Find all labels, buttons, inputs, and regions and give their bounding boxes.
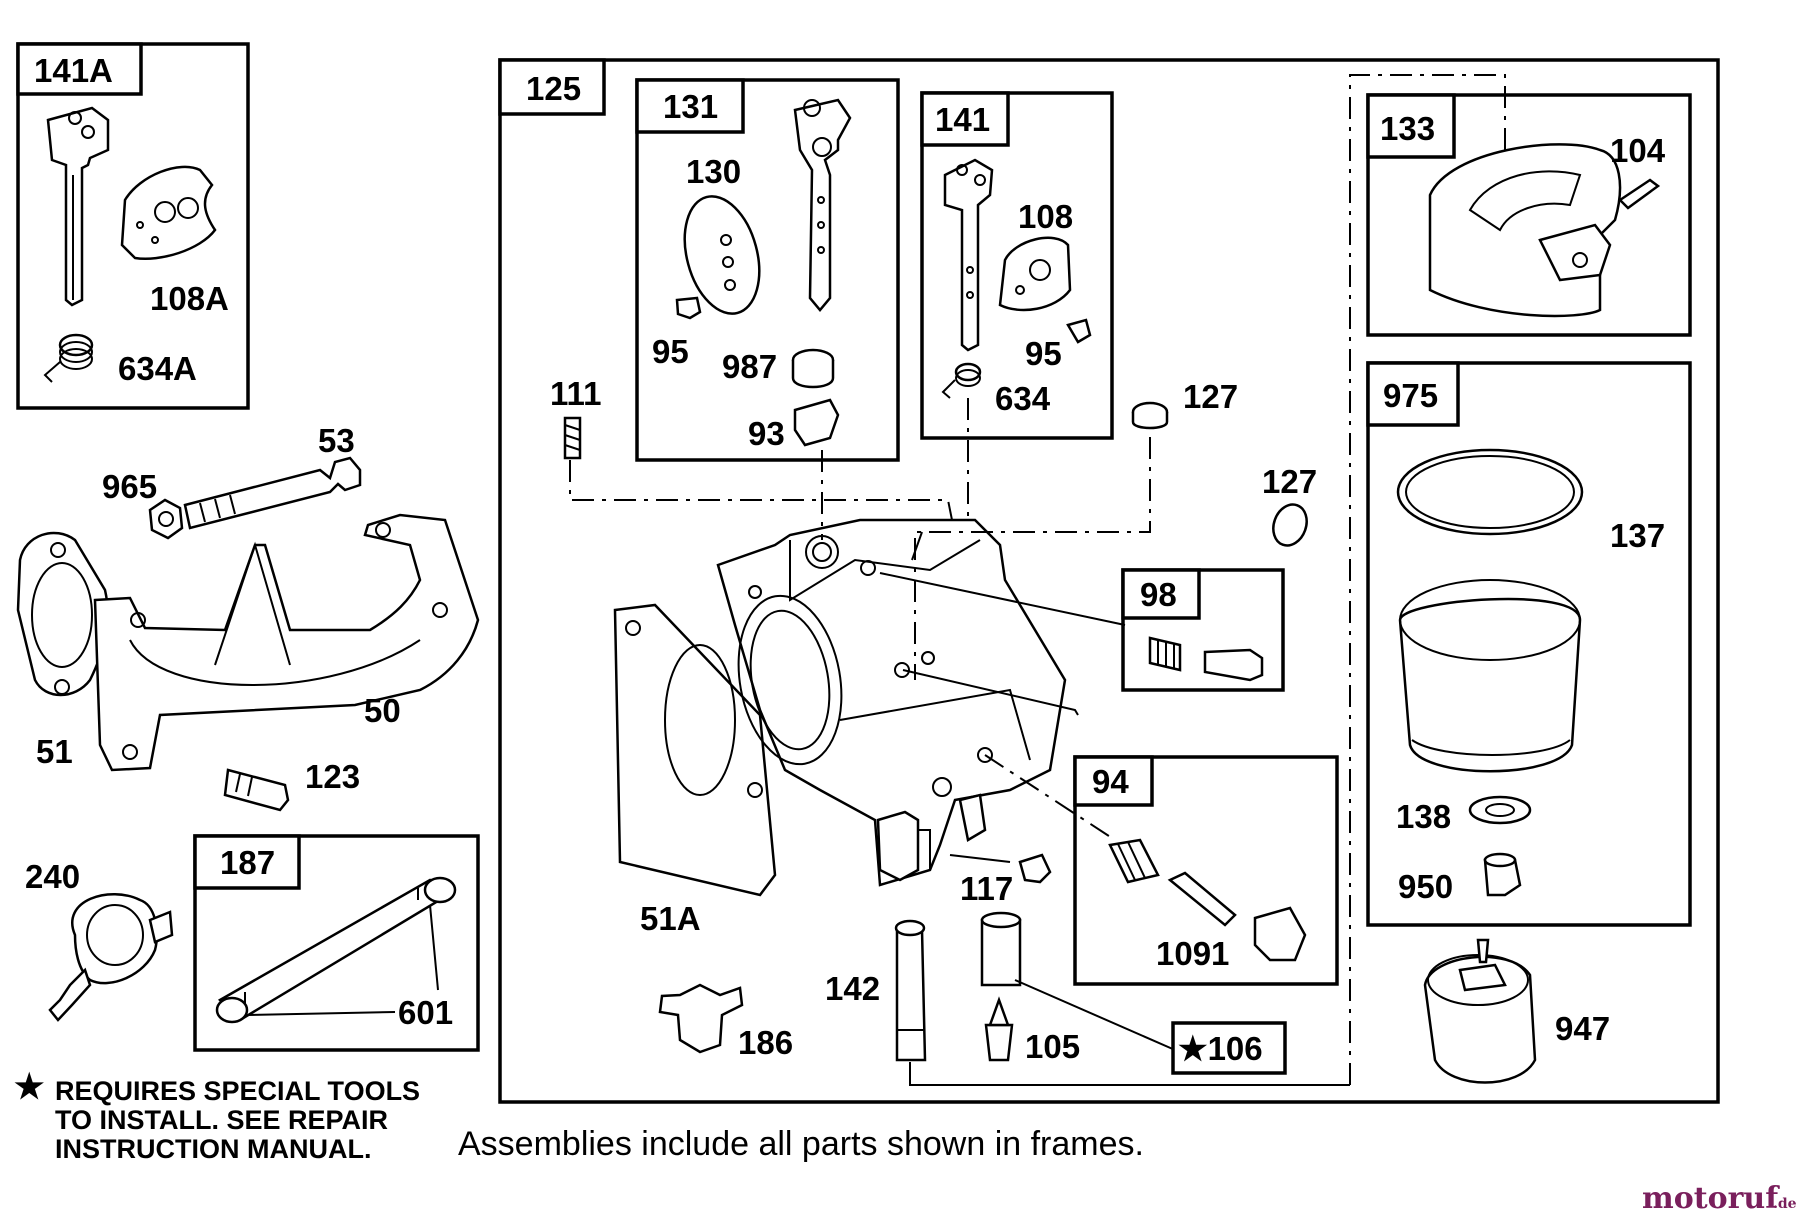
carb-housing bbox=[716, 518, 1067, 887]
manifold-50 bbox=[93, 513, 480, 772]
frame-label-187: 187 bbox=[220, 844, 275, 881]
frame-98: 98 bbox=[1121, 568, 1285, 692]
frame-label-125: 125 bbox=[526, 70, 581, 107]
callout-601: 601 bbox=[398, 994, 453, 1031]
frame-label-98: 98 bbox=[1140, 576, 1177, 613]
frame-133: 133 104 bbox=[1366, 93, 1692, 337]
frame-187: 187 601 bbox=[193, 834, 480, 1052]
frame-975: 975 137 138 950 bbox=[1366, 361, 1692, 927]
callout-105: 105 bbox=[1025, 1028, 1080, 1065]
frame-131: 131 130 95 987 93 bbox=[635, 78, 900, 462]
callout-93: 93 bbox=[748, 415, 785, 452]
frame-141: 141 108 95 634 bbox=[920, 91, 1114, 440]
bowl-137 bbox=[1398, 597, 1582, 773]
callout-108: 108 bbox=[1018, 198, 1073, 235]
carburetor-body: 117 bbox=[716, 518, 1067, 907]
star-symbol: ★ bbox=[14, 1068, 44, 1106]
frame-label-141: 141 bbox=[935, 101, 990, 138]
callout-127b: 127 bbox=[1262, 463, 1317, 500]
frame-label-131: 131 bbox=[663, 88, 718, 125]
elbow-186 bbox=[658, 983, 744, 1054]
tube-142 bbox=[895, 928, 927, 1062]
nut-965 bbox=[148, 498, 184, 540]
float-part bbox=[980, 918, 1022, 987]
fitting-53 bbox=[183, 456, 362, 530]
fuel-filter-240: 240 bbox=[25, 858, 174, 1022]
callout-53: 53 bbox=[318, 422, 355, 459]
solenoid-947: 947 bbox=[1423, 938, 1610, 1084]
callout-950: 950 bbox=[1398, 868, 1453, 905]
callout-634A: 634A bbox=[118, 350, 197, 387]
frame-106: ★106 bbox=[1171, 1021, 1287, 1075]
needle-105 bbox=[984, 1023, 1014, 1062]
choke-plate-108 bbox=[998, 236, 1072, 312]
gasket-51A bbox=[613, 603, 777, 897]
frame-94: 94 1091 bbox=[1073, 755, 1339, 986]
callout-104: 104 bbox=[1610, 132, 1666, 169]
callout-51A: 51A bbox=[640, 900, 701, 937]
callout-50: 50 bbox=[364, 692, 401, 729]
intake-manifold-group: 965 53 50 51 123 bbox=[16, 422, 480, 812]
ring-137 bbox=[1396, 448, 1584, 536]
caption: Assemblies include all parts shown in fr… bbox=[458, 1125, 1144, 1163]
callout-240: 240 bbox=[25, 858, 80, 895]
note-line-3: INSTRUCTION MANUAL. bbox=[55, 1134, 371, 1164]
callout-142: 142 bbox=[825, 970, 880, 1007]
watermark-logo: motoruf .de bbox=[1642, 1181, 1797, 1216]
callout-130: 130 bbox=[686, 153, 741, 190]
frame-label-141A: 141A bbox=[34, 52, 113, 89]
callout-95b: 95 bbox=[1025, 335, 1062, 372]
callout-117: 117 bbox=[960, 870, 1013, 907]
note-line-2: TO INSTALL. SEE REPAIR bbox=[55, 1105, 388, 1135]
note-line-1: REQUIRES SPECIAL TOOLS bbox=[55, 1076, 420, 1106]
center-leaders bbox=[569, 398, 1151, 841]
throttle-shaft bbox=[793, 98, 852, 312]
frame-125: 125 bbox=[498, 58, 1720, 1104]
frame-label-133: 133 bbox=[1380, 110, 1435, 147]
callout-111: 111 bbox=[550, 375, 601, 412]
throttle-plate-130 bbox=[683, 195, 761, 315]
callout-51: 51 bbox=[36, 733, 73, 770]
callout-138: 138 bbox=[1396, 798, 1451, 835]
callout-95a: 95 bbox=[652, 333, 689, 370]
frame-label-94: 94 bbox=[1092, 763, 1129, 800]
callout-186: 186 bbox=[738, 1024, 793, 1061]
callout-127a: 127 bbox=[1183, 378, 1238, 415]
callout-947: 947 bbox=[1555, 1010, 1610, 1047]
choke-shaft bbox=[943, 158, 994, 352]
notes: ★ REQUIRES SPECIAL TOOLS TO INSTALL. SEE… bbox=[14, 1068, 1144, 1164]
frame-label-975: 975 bbox=[1383, 377, 1438, 414]
callout-1091: 1091 bbox=[1156, 935, 1229, 972]
lower-parts: 186 51A 142 105 bbox=[613, 603, 1350, 1086]
callout-965: 965 bbox=[102, 468, 157, 505]
callout-123: 123 bbox=[305, 758, 360, 795]
frame-141A: 141A 108A 634A bbox=[16, 42, 250, 410]
plugs-127: 127 127 bbox=[1131, 378, 1317, 547]
watermark-text: motoruf bbox=[1642, 1181, 1780, 1216]
spring-111: 111 bbox=[550, 375, 601, 460]
callout-137: 137 bbox=[1610, 517, 1665, 554]
frame-label-106: ★106 bbox=[1178, 1030, 1263, 1067]
callout-634: 634 bbox=[995, 380, 1051, 417]
callout-987: 987 bbox=[722, 348, 777, 385]
watermark-suffix: .de bbox=[1773, 1196, 1797, 1212]
screw-123 bbox=[223, 768, 290, 812]
callout-108A: 108A bbox=[150, 280, 229, 317]
